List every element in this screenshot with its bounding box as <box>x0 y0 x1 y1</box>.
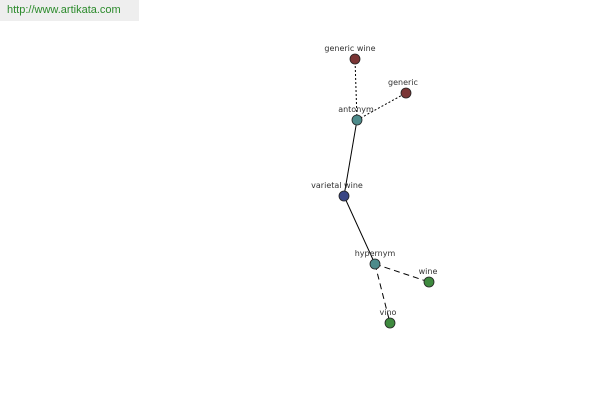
node-label-antonym: antonym <box>338 105 374 114</box>
source-bar: http://www.artikata.com <box>0 0 139 21</box>
edge-varietal-wine-antonym <box>343 119 358 197</box>
graph-edges <box>343 58 430 324</box>
edge-hypernym-vino <box>374 263 391 324</box>
node-vino[interactable]: vino <box>380 308 397 329</box>
source-link[interactable]: http://www.artikata.com <box>7 4 121 16</box>
node-dot-wine[interactable] <box>423 276 435 288</box>
edge-varietal-wine-hypernym <box>343 195 376 265</box>
node-label-vino: vino <box>380 308 397 317</box>
node-generic-wine[interactable]: generic wine <box>324 44 376 65</box>
node-label-hypernym: hypernym <box>355 249 396 258</box>
node-wine[interactable]: wine <box>419 267 438 288</box>
node-label-varietal-wine: varietal wine <box>311 181 363 190</box>
node-dot-generic[interactable] <box>400 87 412 99</box>
node-dot-generic-wine[interactable] <box>349 53 361 65</box>
node-label-generic: generic <box>388 78 418 87</box>
node-dot-vino[interactable] <box>384 317 396 329</box>
node-label-generic-wine: generic wine <box>324 44 375 53</box>
node-dot-varietal-wine[interactable] <box>338 190 350 202</box>
graph-nodes: generic wine generic antonym varietal wine h… <box>311 44 438 329</box>
node-hypernym[interactable]: hypernym <box>355 249 396 270</box>
node-dot-antonym[interactable] <box>351 114 363 126</box>
node-dot-hypernym[interactable] <box>369 258 381 270</box>
node-generic[interactable]: generic <box>388 78 418 99</box>
node-antonym[interactable]: antonym <box>338 105 374 126</box>
node-varietal-wine[interactable]: varietal wine <box>311 181 363 202</box>
node-label-wine: wine <box>419 267 438 276</box>
edge-antonym-generic <box>356 92 407 121</box>
